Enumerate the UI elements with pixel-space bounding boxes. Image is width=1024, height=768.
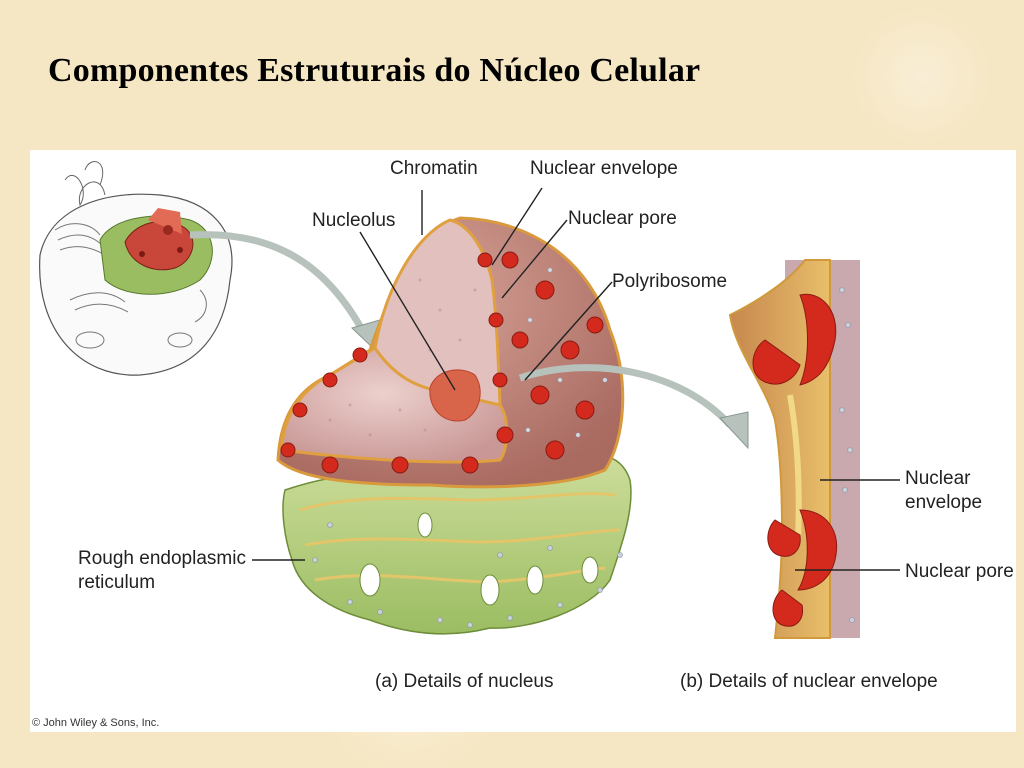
leader-lines bbox=[252, 187, 900, 571]
label-detail-envelope-line1: Nuclear bbox=[905, 468, 971, 489]
label-rough-er-line1: Rough endoplasmic bbox=[78, 548, 246, 569]
caption-b: (b) Details of nuclear envelope bbox=[680, 671, 938, 692]
label-rough-er-line2: reticulum bbox=[78, 572, 155, 593]
label-detail-pore: Nuclear pore bbox=[905, 561, 1014, 582]
nucleus-diagram: Chromatin Nuclear envelope Nucleolus Nuc… bbox=[32, 158, 1014, 729]
cell-overview bbox=[39, 161, 233, 376]
label-chromatin: Chromatin bbox=[390, 158, 478, 179]
slide-title: Componentes Estruturais do Núcleo Celula… bbox=[48, 52, 701, 89]
label-nuclear-pore: Nuclear pore bbox=[568, 208, 677, 229]
envelope-detail bbox=[728, 259, 860, 639]
nucleus bbox=[276, 216, 625, 489]
arrow-cell-to-nucleus bbox=[189, 231, 369, 337]
caption-a: (a) Details of nucleus bbox=[375, 671, 553, 692]
label-nucleolus: Nucleolus bbox=[312, 210, 395, 231]
arrow-nucleus-to-envelope bbox=[518, 364, 733, 428]
label-nuclear-envelope: Nuclear envelope bbox=[530, 158, 678, 179]
copyright-text: © John Wiley & Sons, Inc. bbox=[32, 717, 159, 729]
label-detail-envelope-line2: envelope bbox=[905, 492, 982, 513]
rough-er bbox=[282, 454, 632, 635]
label-polyribosome: Polyribosome bbox=[612, 271, 727, 292]
figure-panel: Chromatin Nuclear envelope Nucleolus Nuc… bbox=[30, 150, 1016, 732]
